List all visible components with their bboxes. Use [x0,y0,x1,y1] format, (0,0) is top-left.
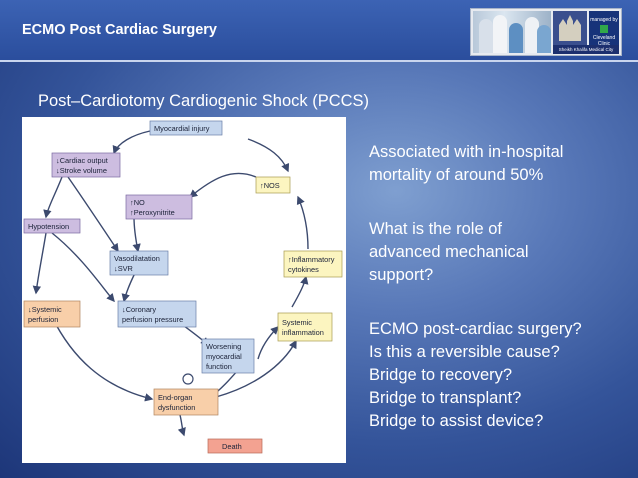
text-line: Is this a reversible cause? [369,343,560,361]
node-inflammatory-line2: cytokines [288,265,319,274]
text-line: advanced mechanical [369,243,529,261]
node-systemic-perfusion-line1: ↓Systemic [28,305,62,314]
node-cardiac-output-line1: ↓Cardiac output [56,156,108,165]
node-nos [255,176,291,194]
node-vasodilatation-line1: Vasodilatation [114,254,160,263]
node-no-peroxynitrite [125,194,193,220]
pccs-cycle-diagram: Myocardial injury ↓Cardiac output ↓Strok… [22,117,346,463]
node-systemic-perfusion [23,300,81,328]
text-line: What is the role of [369,220,502,238]
node-systemic-inflammation-line2: inflammation [282,328,324,337]
node-worsening-line2: myocardial [206,352,242,361]
text-line: support? [369,266,434,284]
node-worsening-function [201,338,255,374]
ecmo-questions-text: ECMO post-cardiac surgery? Is this a rev… [369,318,582,433]
node-nos-label: ↑NOS [260,181,280,190]
mortality-text: Associated with in-hospital mortality of… [369,141,563,187]
text-line: mortality of around 50% [369,166,544,184]
node-cardiac-output-line2: ↓Stroke volume [56,166,107,175]
node-systemic-inflammation-line1: Systemic [282,318,312,327]
node-systemic-perfusion-line2: perfusion [28,315,58,324]
node-coronary-line2: perfusion pressure [122,315,183,324]
node-no-line2: ↑Peroxynitrite [130,208,175,217]
node-end-organ-line2: dysfunction [158,403,195,412]
node-coronary-perfusion [117,300,197,328]
node-hypotension [23,218,81,234]
node-death-label: Death [222,442,242,451]
node-myocardial-injury-label: Myocardial injury [154,124,210,133]
slide-header-title: ECMO Post Cardiac Surgery [22,22,217,38]
node-vasodilatation-line2: ↓SVR [114,264,133,273]
question-text: What is the role of advanced mechanical … [369,218,529,287]
node-systemic-inflammation [277,312,333,342]
text-line: Bridge to recovery? [369,366,513,384]
node-vasodilatation [109,250,169,276]
institution-name: Sheikh Khalifa Medical City [553,45,619,54]
node-end-organ [153,388,219,416]
node-end-organ-line1: End-organ [158,393,193,402]
node-death [207,438,263,454]
node-inflammatory-line1: ↑Inflammatory [288,255,335,264]
node-worsening-line3: function [206,362,232,371]
header-divider [0,60,638,62]
feedback-loop-icon [182,373,194,385]
diagram-arrows [32,130,309,437]
node-coronary-line1: ↓Coronary [122,305,156,314]
node-myocardial-injury [149,120,223,136]
text-line: Associated with in-hospital [369,143,564,161]
header-bar: ECMO Post Cardiac Surgery managed by Cle… [0,0,638,62]
cleveland-clinic-label: Cleveland Clinic [592,35,616,47]
text-line: Bridge to transplant? [369,389,522,407]
cleveland-clinic-icon [600,25,608,33]
node-worsening-line1: Worsening [206,342,241,351]
pccs-diagram-svg: Myocardial injury ↓Cardiac output ↓Strok… [23,120,343,454]
text-line: ECMO post-cardiac surgery? [369,320,582,338]
managed-by-label: managed by [590,17,618,23]
node-inflammatory-cytokines [283,250,343,278]
node-cardiac-output [51,152,121,178]
text-line: Bridge to assist device? [369,412,544,430]
staff-photo [473,11,551,53]
node-hypotension-label: Hypotension [28,222,69,231]
institution-logo: managed by Cleveland Clinic Sheikh Khali… [470,8,622,56]
section-title: Post–Cardiotomy Cardiogenic Shock (PCCS) [38,92,370,110]
node-no-line1: ↑NO [130,198,145,207]
